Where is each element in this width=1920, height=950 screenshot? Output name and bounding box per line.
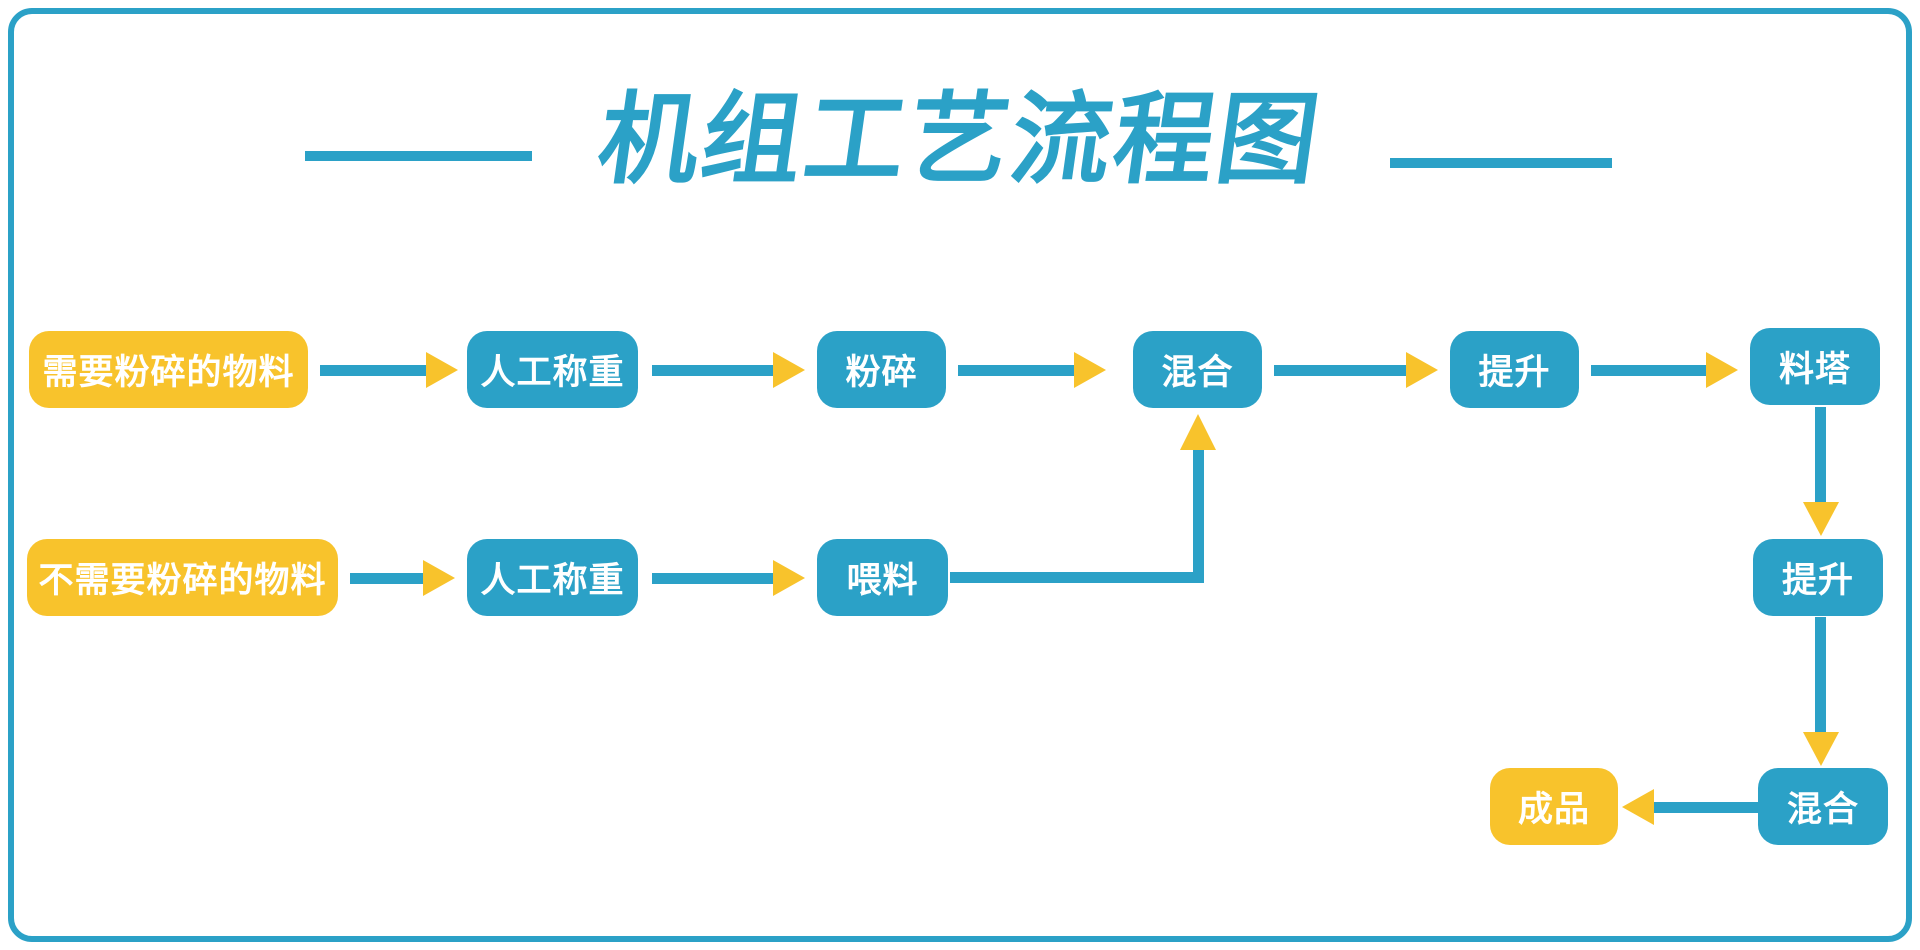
arrow-head-down-icon (1802, 502, 1839, 536)
arrow-weigh2-to-feed (652, 560, 805, 596)
page-border-frame (8, 8, 1912, 942)
arrow-head-right-icon (1706, 352, 1738, 388)
node-finished-product: 成品 (1490, 768, 1618, 845)
node-feeding: 喂料 (817, 539, 948, 616)
arrow-head-right-icon (426, 352, 458, 388)
node-manual-weighing-2: 人工称重 (467, 539, 638, 616)
arrow-head-right-icon (773, 352, 805, 388)
node-mixing-2: 混合 (1758, 768, 1888, 845)
arrow-shaft (652, 572, 773, 584)
arrow-feed-to-mix1-horizontal-shaft (950, 572, 1204, 583)
node-material-to-crush: 需要粉碎的物料 (29, 331, 308, 408)
node-mixing-1: 混合 (1133, 331, 1262, 408)
arrow-tower-to-lift2 (1802, 407, 1839, 536)
arrow-shaft (1591, 364, 1706, 376)
node-material-tower: 料塔 (1750, 328, 1880, 405)
arrow-shaft (1274, 364, 1406, 376)
node-crushing: 粉碎 (817, 331, 946, 408)
arrow-mix1-to-lift1 (1274, 352, 1438, 388)
arrow-mix2-to-product (1622, 789, 1758, 825)
arrow-shaft (1654, 801, 1758, 813)
page-title: 机组工艺流程图 (591, 84, 1329, 196)
arrow-crush-to-mix1 (958, 352, 1106, 388)
node-lifting-1: 提升 (1450, 331, 1579, 408)
arrow-feed-to-mix1-vertical-shaft (1193, 448, 1204, 578)
arrow-head-right-icon (423, 560, 455, 596)
arrow-head-up-icon (1180, 414, 1216, 450)
title-dash-left (305, 151, 532, 161)
node-lifting-2: 提升 (1753, 539, 1883, 616)
arrow-head-right-icon (1074, 352, 1106, 388)
arrow-shaft (1815, 617, 1826, 732)
arrow-shaft (320, 364, 426, 376)
arrow-shaft (1815, 407, 1826, 502)
arrow-head-right-icon (773, 560, 805, 596)
arrow-lift2-to-mix2 (1802, 617, 1839, 766)
arrow-shaft (958, 364, 1074, 376)
title-dash-right (1390, 158, 1612, 168)
arrow-shaft (652, 364, 773, 376)
node-manual-weighing-1: 人工称重 (467, 331, 638, 408)
arrow-matnocrush-to-weigh2 (350, 560, 455, 596)
arrow-shaft (350, 572, 423, 584)
arrow-head-down-icon (1802, 732, 1839, 766)
arrow-lift1-to-tower (1591, 352, 1738, 388)
arrow-head-right-icon (1406, 352, 1438, 388)
arrow-weigh1-to-crush (652, 352, 805, 388)
node-material-no-crush: 不需要粉碎的物料 (27, 539, 338, 616)
arrow-matcrush-to-weigh1 (320, 352, 458, 388)
arrow-head-left-icon (1622, 789, 1654, 825)
